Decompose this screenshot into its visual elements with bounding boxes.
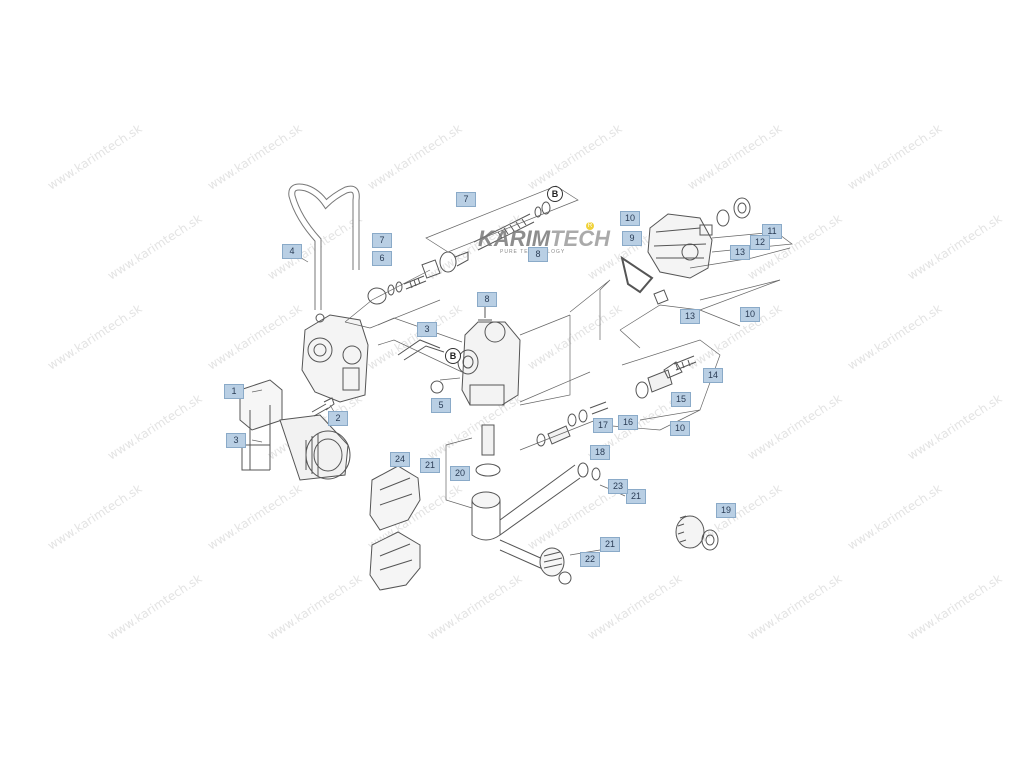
callout-12: 12	[750, 235, 770, 250]
callout-6: 6	[372, 251, 392, 266]
callout-13-upper: 13	[730, 245, 750, 260]
valve-body-part	[457, 300, 521, 406]
callout-17: 17	[593, 418, 613, 433]
valve-stack-part	[367, 251, 469, 305]
callout-21-lower: 21	[600, 537, 620, 552]
callout-13-lower: 13	[680, 309, 700, 324]
callout-8-top: 8	[528, 247, 548, 262]
callout-8-mid: 8	[477, 292, 497, 307]
callout-16: 16	[618, 415, 638, 430]
callout-1: 1	[224, 384, 244, 399]
callout-9: 9	[622, 231, 642, 246]
pressure-switch-part	[475, 424, 501, 477]
spring-stack-part	[473, 201, 551, 251]
registered-mark: R	[586, 222, 594, 230]
check-valve-part	[536, 401, 609, 447]
callout-14: 14	[703, 368, 723, 383]
callout-3-mid: 3	[417, 322, 437, 337]
callout-10-right: 10	[740, 307, 760, 322]
callout-7-top: 7	[456, 192, 476, 207]
callout-21-left: 21	[420, 458, 440, 473]
motor-end-part	[239, 379, 351, 481]
callout-21-right: 21	[626, 489, 646, 504]
callout-3-left: 3	[226, 433, 246, 448]
brand-part-1: KARIM	[478, 226, 551, 251]
callout-4: 4	[282, 244, 302, 259]
piston-block-part	[647, 197, 751, 305]
callout-24: 24	[390, 452, 410, 467]
brand-part-2: TECH	[550, 226, 610, 251]
hose-connector-part	[675, 515, 719, 551]
clip-part	[241, 444, 271, 471]
callout-7-left: 7	[372, 233, 392, 248]
callout-23: 23	[608, 479, 628, 494]
pump-head-part	[301, 313, 369, 403]
callout-2: 2	[328, 411, 348, 426]
outlet-housing-part	[471, 462, 601, 585]
callout-10-top: 10	[620, 211, 640, 226]
fitting-part	[635, 355, 697, 399]
callout-15: 15	[671, 392, 691, 407]
marker-b-lower: B	[445, 348, 461, 364]
seal-ring-part	[620, 255, 654, 294]
callout-10-lower: 10	[670, 421, 690, 436]
marker-b-upper: B	[547, 186, 563, 202]
clamp-part	[369, 465, 421, 591]
callout-19: 19	[716, 503, 736, 518]
callout-5: 5	[431, 398, 451, 413]
callout-18: 18	[590, 445, 610, 460]
brand-logo: KARIMTECH	[478, 226, 610, 252]
callout-20: 20	[450, 466, 470, 481]
callout-22: 22	[580, 552, 600, 567]
